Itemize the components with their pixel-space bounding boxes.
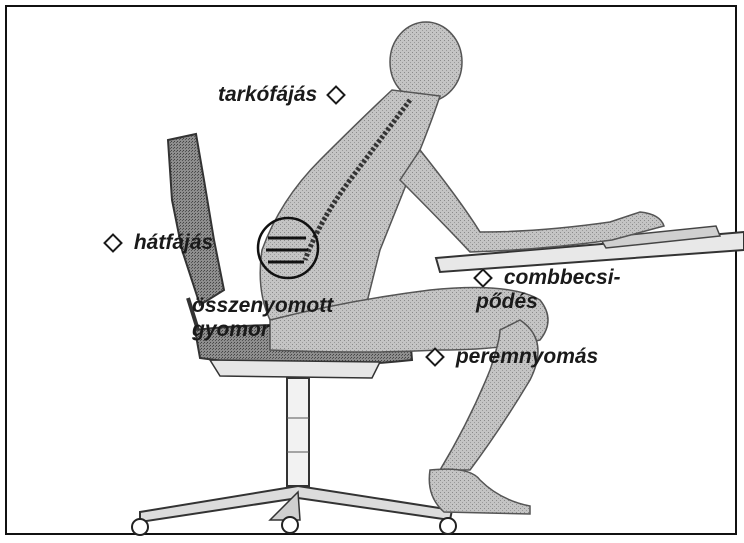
chair-seat-base: [210, 360, 380, 378]
label-compressed-stomach: összenyomott gyomor: [192, 294, 372, 342]
label-text: összenyomott gyomor: [192, 294, 333, 341]
person-foot: [429, 469, 530, 514]
chair-backrest: [168, 134, 224, 305]
label-neck-pain: tarkófájás: [218, 84, 343, 106]
chair-caster: [282, 517, 298, 533]
label-text: combbecsi-pődés: [476, 266, 621, 313]
label-edge-pressure: peremnyomás: [428, 346, 598, 368]
diamond-marker-icon: [425, 348, 445, 368]
person-arm: [400, 150, 664, 252]
diamond-marker-icon: [103, 234, 123, 254]
label-thigh-pinch: combbecsi-pődés: [476, 266, 656, 314]
label-text: tarkófájás: [218, 83, 317, 106]
label-back-pain: hátfájás: [106, 232, 213, 254]
label-text: hátfájás: [134, 231, 213, 254]
diamond-marker-icon: [326, 86, 346, 106]
person-head: [390, 22, 462, 102]
chair-caster: [132, 519, 148, 535]
chair-column: [287, 378, 309, 486]
label-text: peremnyomás: [456, 345, 598, 368]
chair-caster: [440, 518, 456, 534]
diamond-marker-icon: [473, 269, 493, 289]
